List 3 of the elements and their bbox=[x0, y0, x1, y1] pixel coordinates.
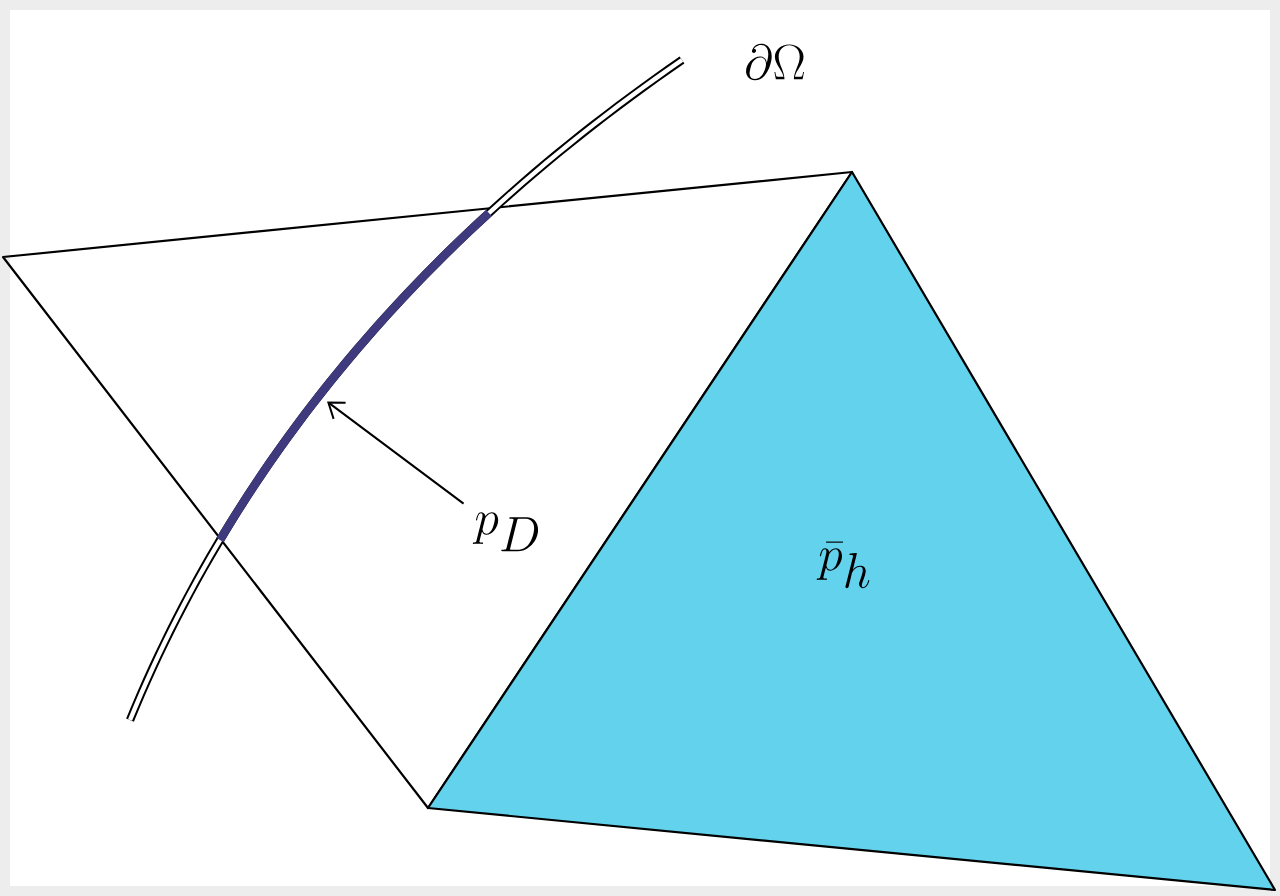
math-label: $p_D$ bbox=[472, 512, 539, 552]
math-label: $\partial\Omega$ bbox=[746, 43, 804, 81]
arrow bbox=[327, 401, 465, 505]
